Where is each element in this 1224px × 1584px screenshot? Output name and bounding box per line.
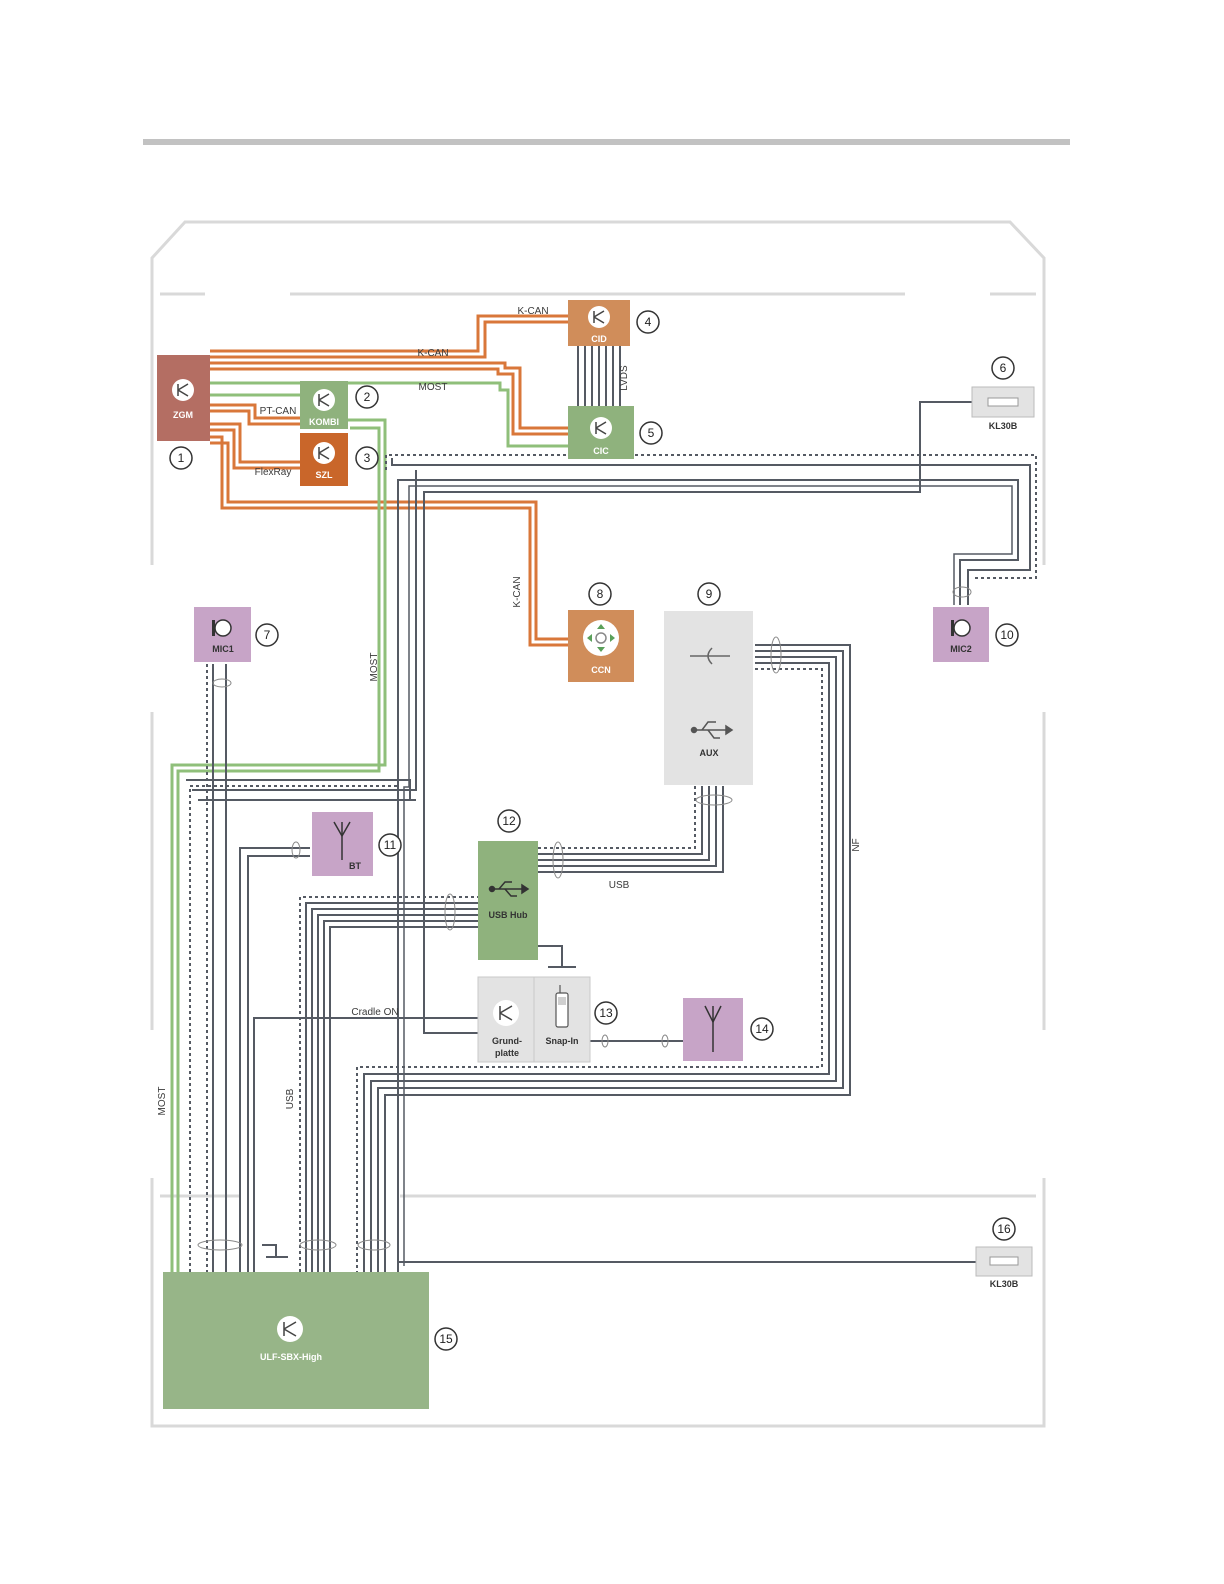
callout-1: 1 (170, 447, 192, 469)
callout-7: 7 (256, 624, 278, 646)
microphone-icon (212, 620, 231, 636)
svg-text:14: 14 (755, 1022, 769, 1036)
module-grundplatte: Grund- platte (478, 977, 534, 1062)
fuse-icon (988, 398, 1018, 406)
module-snap-in: Snap-In (534, 977, 590, 1062)
zgm-label: ZGM (173, 410, 193, 420)
header-bar (143, 139, 1070, 145)
svg-text:1: 1 (178, 451, 185, 465)
bt-label: BT (349, 861, 361, 871)
label-kcan-vertical: K-CAN (512, 576, 523, 607)
svg-text:9: 9 (706, 587, 713, 601)
mic1-label: MIC1 (212, 644, 234, 654)
module-antenna-14 (683, 998, 743, 1061)
svg-text:8: 8 (597, 587, 604, 601)
kombi-label: KOMBI (309, 417, 339, 427)
callout-2: 2 (356, 386, 378, 408)
label-ptcan: PT-CAN (260, 406, 297, 417)
label-most-top: MOST (419, 382, 448, 393)
controller-icon (583, 620, 619, 656)
cid-label: CID (591, 334, 607, 344)
module-kl30b-bottom: KL30B (976, 1247, 1032, 1289)
callout-11: 11 (379, 834, 401, 856)
mic2-label: MIC2 (950, 644, 972, 654)
callout-5: 5 (640, 422, 662, 444)
microphone-icon (951, 620, 970, 636)
lvds-lines (578, 345, 620, 408)
snap-in-label: Snap-In (546, 1036, 579, 1046)
module-usb-hub: USB Hub (478, 841, 538, 960)
svg-text:12: 12 (502, 814, 516, 828)
module-bt: BT (312, 812, 373, 876)
svg-text:15: 15 (439, 1332, 453, 1346)
callout-9: 9 (698, 583, 720, 605)
module-kl30b-top: KL30B (972, 387, 1034, 431)
grundplatte-label-2: platte (495, 1048, 519, 1058)
svg-text:6: 6 (1000, 361, 1007, 375)
aux-label: AUX (699, 748, 718, 758)
callout-12: 12 (498, 810, 520, 832)
grundplatte-label-1: Grund- (492, 1036, 522, 1046)
module-cid: CID (568, 300, 630, 346)
szl-label: SZL (316, 470, 334, 480)
callout-10: 10 (996, 624, 1018, 646)
label-most-vertical: MOST (369, 653, 380, 682)
module-mic2: MIC2 (933, 607, 989, 662)
module-ulf: ULF-SBX-High (163, 1272, 429, 1409)
label-lvds: LVDS (619, 365, 630, 391)
kl30b-bottom-label: KL30B (990, 1279, 1019, 1289)
callout-16: 16 (993, 1218, 1015, 1240)
module-ccn: CCN (568, 610, 634, 682)
label-kcan-mid: K-CAN (417, 348, 448, 359)
callout-13: 13 (595, 1002, 617, 1024)
kl30b-top-label: KL30B (989, 421, 1018, 431)
svg-text:3: 3 (364, 451, 371, 465)
label-flexray: FlexRay (255, 467, 292, 478)
callout-4: 4 (637, 311, 659, 333)
module-szl: SZL (300, 433, 348, 486)
callout-3: 3 (356, 447, 378, 469)
svg-text:10: 10 (1000, 628, 1014, 642)
label-usb-right: USB (609, 880, 630, 891)
fuse-icon (990, 1257, 1018, 1265)
transistor-icon (277, 1316, 303, 1342)
transistor-icon (313, 389, 335, 411)
svg-text:16: 16 (997, 1222, 1011, 1236)
transistor-icon (313, 442, 335, 464)
svg-text:2: 2 (364, 390, 371, 404)
usb-hub-label: USB Hub (489, 910, 528, 920)
cic-label: CIC (593, 446, 609, 456)
transistor-icon (590, 417, 612, 439)
callout-6: 6 (992, 357, 1014, 379)
transistor-icon (493, 1000, 519, 1026)
svg-text:5: 5 (648, 426, 655, 440)
module-kombi: KOMBI (300, 381, 348, 429)
callout-14: 14 (751, 1018, 773, 1040)
ccn-label: CCN (591, 665, 611, 675)
callout-15: 15 (435, 1328, 457, 1350)
module-aux: AUX (664, 611, 753, 785)
shield-markers (198, 587, 971, 1250)
ulf-label: ULF-SBX-High (260, 1352, 322, 1362)
module-zgm: ZGM (157, 355, 210, 441)
callout-8: 8 (589, 583, 611, 605)
label-most-left: MOST (157, 1087, 168, 1116)
module-cic: CIC (568, 406, 634, 459)
svg-text:11: 11 (384, 838, 397, 852)
label-cradle-on: Cradle ON (351, 1007, 398, 1018)
label-kcan-top: K-CAN (517, 306, 548, 317)
label-nf: NF (851, 838, 862, 851)
svg-text:4: 4 (645, 315, 652, 329)
module-mic1: MIC1 (194, 607, 251, 662)
svg-text:7: 7 (264, 628, 271, 642)
transistor-icon (172, 379, 194, 401)
transistor-icon (588, 306, 610, 328)
label-usb-left: USB (285, 1088, 296, 1109)
svg-text:13: 13 (599, 1006, 613, 1020)
